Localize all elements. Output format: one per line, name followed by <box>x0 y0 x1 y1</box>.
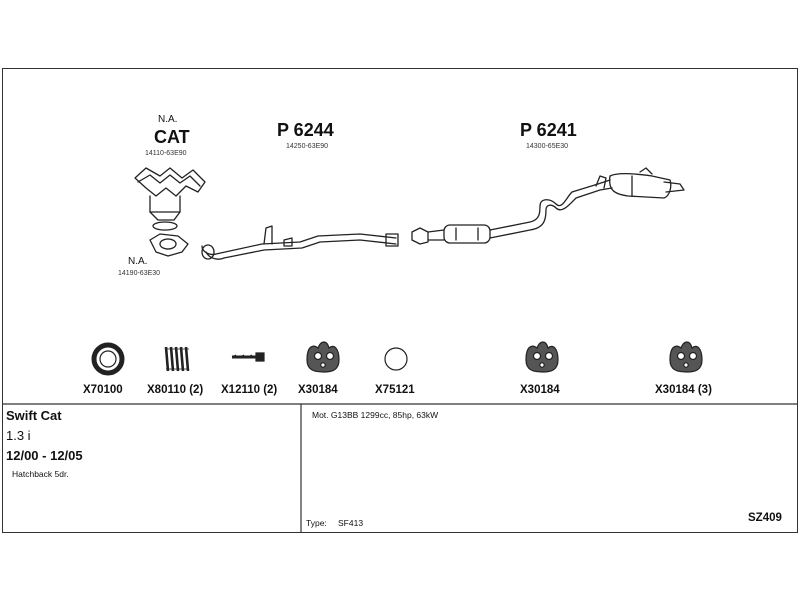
accessory-label: X80110 (2) <box>147 384 204 396</box>
production-years: 12/00 - 12/05 <box>6 448 83 463</box>
front-pipe-part <box>149 233 189 257</box>
front-pipe-note: N.A. <box>128 256 148 267</box>
cat-title: CAT <box>154 127 190 147</box>
vehicle-model: Swift Cat <box>6 408 62 423</box>
type-label: Type: <box>306 518 327 528</box>
accessory-label: X70100 <box>83 384 123 396</box>
bolt-icon <box>231 352 265 362</box>
cat-note: N.A. <box>158 114 178 125</box>
motor-spec: Mot. G13BB 1299cc, 85hp, 63kW <box>312 410 439 420</box>
engine-size: 1.3 i <box>6 428 31 443</box>
accessory-label: X30184 <box>520 384 560 396</box>
front-pipe-part-number: 14190-63E30 <box>118 270 161 277</box>
rubber-hanger-icon <box>306 341 340 373</box>
catalytic-converter-part <box>134 167 206 231</box>
cat-part-number: 14110-63E90 <box>145 150 187 157</box>
rubber-hanger-icon <box>525 341 559 373</box>
p6244-title: P 6244 <box>277 120 334 140</box>
middle-pipe-p6244-part <box>201 225 399 260</box>
accessory-label: X12110 (2) <box>221 384 278 396</box>
rubber-hanger-icon <box>669 341 703 373</box>
p6244-part-number: 14250-63E90 <box>286 143 329 150</box>
diagram-code: SZ409 <box>748 512 782 524</box>
accessory-label: X30184 (3) <box>655 384 712 396</box>
ring-gasket-icon <box>91 342 125 376</box>
type-value: SF413 <box>338 518 364 528</box>
o-ring-icon <box>384 347 408 371</box>
diagram-frame <box>2 68 798 533</box>
accessory-label: X75121 <box>375 384 415 396</box>
accessory-label: X30184 <box>298 384 338 396</box>
rear-silencer-p6241-part <box>411 167 685 245</box>
p6241-title: P 6241 <box>520 120 577 140</box>
p6241-part-number: 14300-65E30 <box>526 143 569 150</box>
spring-icon <box>164 346 190 372</box>
body-style: Hatchback 5dr. <box>12 469 69 479</box>
